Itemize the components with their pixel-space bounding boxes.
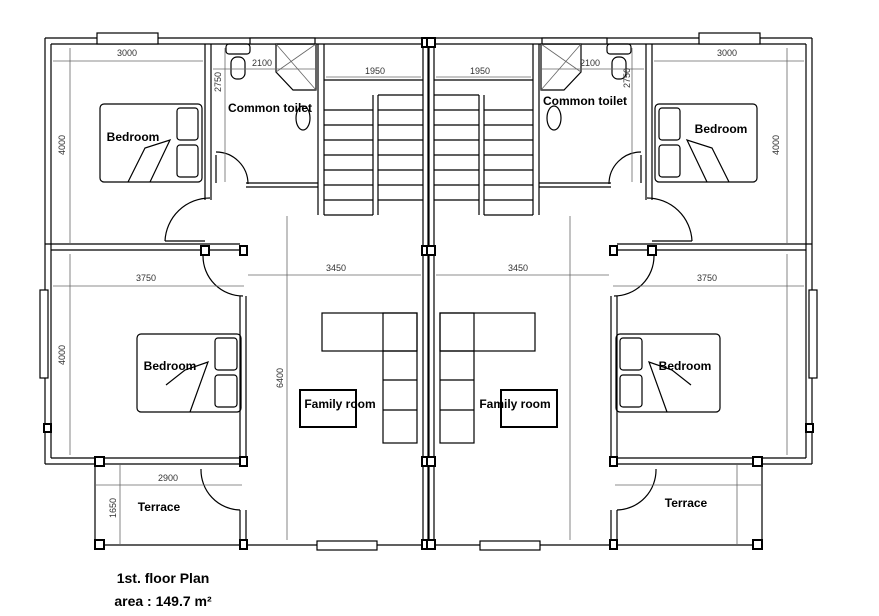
dim-left-toilet-width: 2100 [252,58,272,68]
room-label-left-bedroom-bottom: Bedroom [144,359,197,373]
plan-title: 1st. floor Plan [117,570,210,586]
room-label-right-terrace: Terrace [665,496,708,510]
dim-right-toilet-width: 2100 [580,58,600,68]
room-label-right-toilet: Common toilet [543,94,627,108]
dim-right-toilet-height: 2750 [622,68,632,88]
dim-right-bedroom-width: 3000 [717,48,737,58]
dim-left-terrace-height: 1650 [108,498,118,518]
dim-right-bedroom2-width: 3750 [697,273,717,283]
dim-left-bedroom-width: 3000 [117,48,137,58]
dim-left-family-height: 6400 [275,368,285,388]
dim-right-stair-width: 1950 [470,66,490,76]
dim-right-bedroom-height: 4000 [771,135,781,155]
room-label-right-family: Family room [479,397,550,411]
room-label-left-family: Family room [304,397,375,411]
right-unit-walls [426,32,818,551]
dim-left-stair-width: 1950 [365,66,385,76]
dim-left-family-width: 3450 [326,263,346,273]
room-label-left-terrace: Terrace [138,500,181,514]
dim-left-bedroom2-height: 4000 [57,345,67,365]
dim-left-bedroom2-width: 3750 [136,273,156,283]
room-label-left-toilet: Common toilet [228,101,312,115]
room-label-right-bedroom-top: Bedroom [695,122,748,136]
dim-right-family-width: 3450 [508,263,528,273]
room-label-left-bedroom-top: Bedroom [107,130,160,144]
dim-left-bedroom-height: 4000 [57,135,67,155]
plan-area: area : 149.7 m² [114,593,212,609]
dim-left-terrace-width: 2900 [158,473,178,483]
dim-left-toilet-height: 2750 [213,72,223,92]
room-label-right-bedroom-bottom: Bedroom [659,359,712,373]
